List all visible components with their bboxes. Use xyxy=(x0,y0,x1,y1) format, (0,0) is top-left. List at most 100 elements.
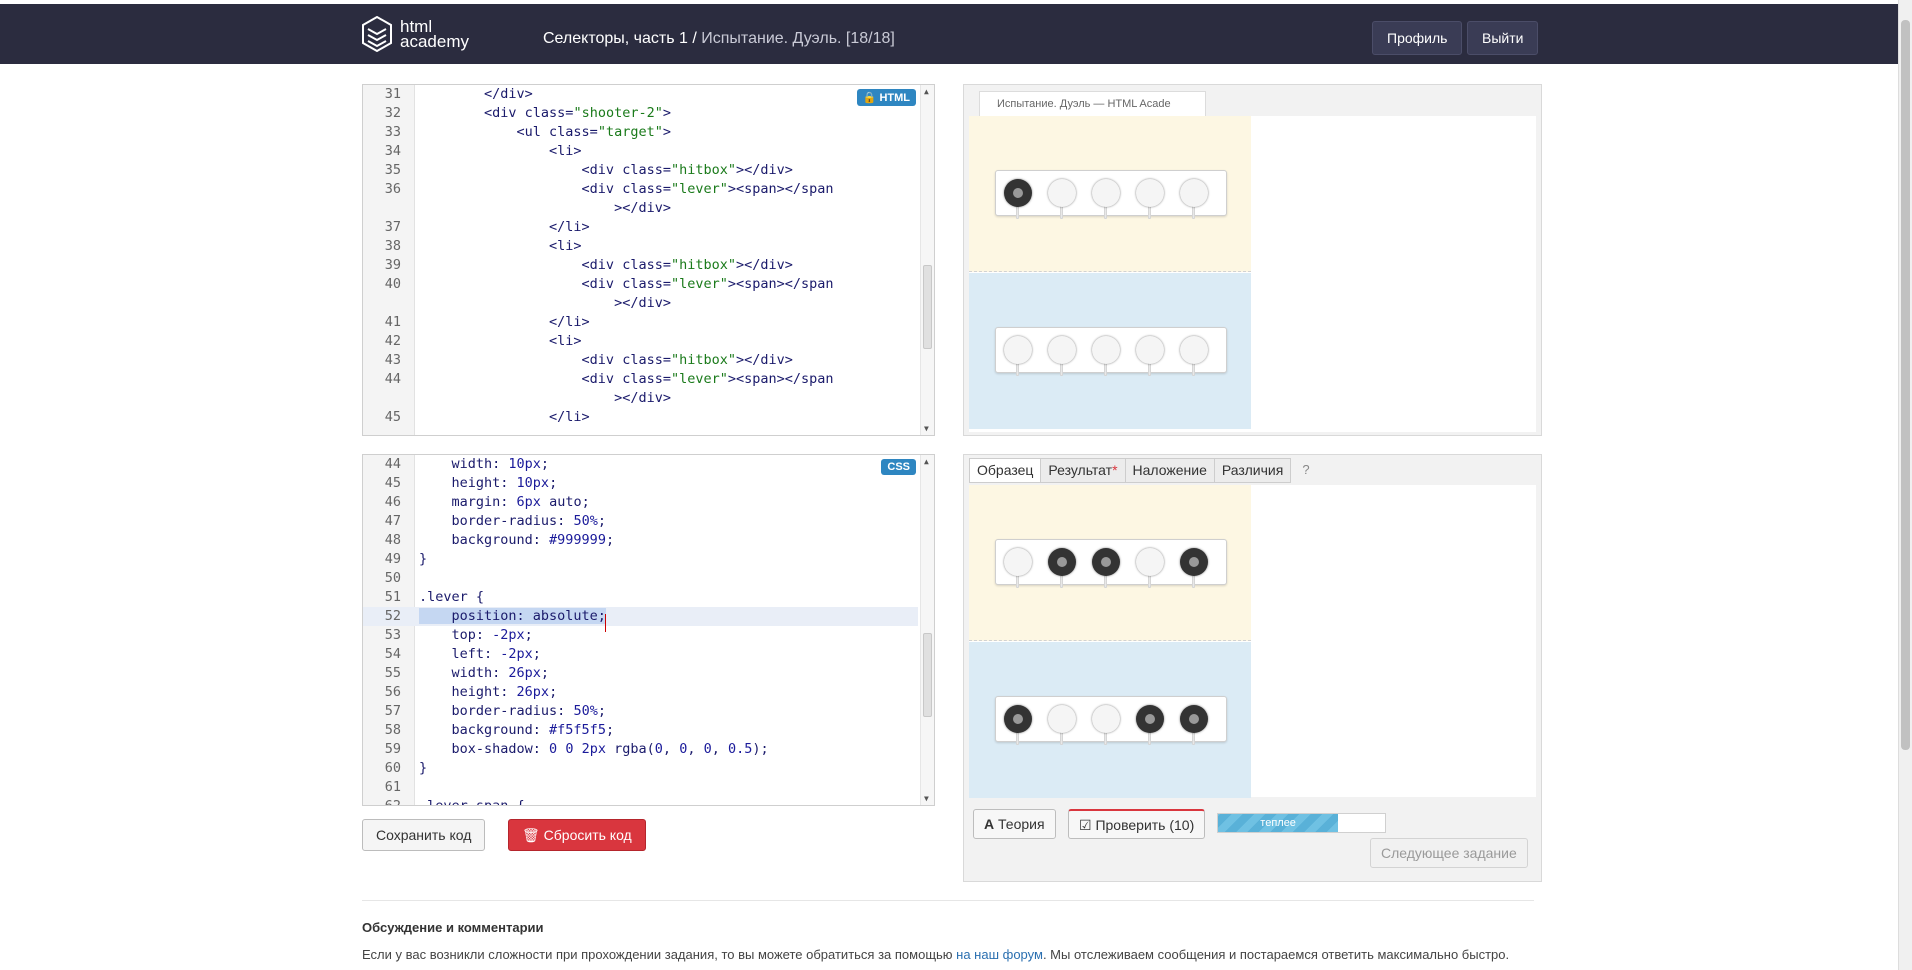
logo-line-1: html xyxy=(400,17,433,36)
reset-code-button[interactable]: 🗑 Сбросить код xyxy=(508,819,646,851)
top-bar: html academy Селекторы, часть 1 / Испыта… xyxy=(0,4,1898,64)
compare-tabs: Образец Результат* Наложение Различия ? xyxy=(969,458,1310,483)
line-code: <div class="lever"><span></span xyxy=(419,371,834,387)
css-editor-scroll-thumb[interactable] xyxy=(923,633,932,717)
code-line[interactable]: 33 <ul class="target"> xyxy=(363,123,918,142)
code-line[interactable]: 60} xyxy=(363,759,918,778)
code-line[interactable]: 49} xyxy=(363,550,918,569)
code-line[interactable]: 31 </div> xyxy=(363,85,918,104)
code-line[interactable]: 46 margin: 6px auto; xyxy=(363,493,918,512)
profile-button[interactable]: Профиль xyxy=(1372,21,1463,55)
tab-differences[interactable]: Различия xyxy=(1213,458,1292,483)
scroll-up-icon[interactable]: ▲ xyxy=(924,457,929,466)
line-code: <div class="hitbox"></div> xyxy=(419,162,793,178)
css-editor-gutter xyxy=(363,455,415,805)
code-line[interactable]: 32 <div class="shooter-2"> xyxy=(363,104,918,123)
scroll-down-icon[interactable]: ▼ xyxy=(924,424,929,433)
lever-knob xyxy=(1092,705,1120,733)
line-number: 58 xyxy=(384,722,401,738)
code-line[interactable]: 58 background: #f5f5f5; xyxy=(363,721,918,740)
code-line[interactable]: 41 </li> xyxy=(363,313,918,332)
logo[interactable]: html academy xyxy=(362,16,469,52)
line-code: background: #f5f5f5; xyxy=(419,722,615,738)
check-button[interactable]: ☑ Проверить (10) xyxy=(1068,809,1206,839)
css-editor[interactable]: 44 width: 10px;45 height: 10px;46 margin… xyxy=(362,454,935,806)
lever xyxy=(1091,336,1121,376)
shooter-1-zone xyxy=(969,116,1251,272)
logout-button[interactable]: Выйти xyxy=(1467,21,1539,55)
line-number: 32 xyxy=(384,105,401,121)
lever-stem xyxy=(1060,574,1063,588)
line-number: 55 xyxy=(384,665,401,681)
html-editor-lines[interactable]: 31 </div>32 <div class="shooter-2">33 <u… xyxy=(363,85,918,427)
shooter-2-zone xyxy=(969,273,1251,429)
code-line[interactable]: ></div> xyxy=(363,294,918,313)
discussion-title: Обсуждение и комментарии xyxy=(362,920,544,935)
help-icon[interactable]: ? xyxy=(1302,462,1310,477)
code-line[interactable]: 55 width: 26px; xyxy=(363,664,918,683)
code-line[interactable]: ></div> xyxy=(363,199,918,218)
code-line[interactable]: 44 <div class="lever"><span></span xyxy=(363,370,918,389)
tab-result[interactable]: Результат* xyxy=(1040,458,1126,483)
line-number: 46 xyxy=(384,494,401,510)
html-editor-scrollbar[interactable]: ▲ ▼ xyxy=(920,85,934,435)
save-code-button[interactable]: Сохранить код xyxy=(362,819,486,851)
lever xyxy=(1135,336,1165,376)
code-line[interactable]: 59 box-shadow: 0 0 2px rgba(0, 0, 0, 0.5… xyxy=(363,740,918,759)
theory-button[interactable]: A Теория xyxy=(973,809,1056,839)
code-line[interactable]: 53 top: -2px; xyxy=(363,626,918,645)
breadcrumb-counter: [18/18] xyxy=(841,30,895,47)
line-code: width: 10px; xyxy=(419,456,550,472)
code-line[interactable]: 52 position: absolute; xyxy=(363,607,918,626)
css-editor-scrollbar[interactable]: ▲ ▼ xyxy=(920,455,934,805)
tab-sample[interactable]: Образец xyxy=(969,458,1042,483)
tab-overlay[interactable]: Наложение xyxy=(1124,458,1215,483)
check-square-icon: ☑ xyxy=(1079,817,1092,833)
lever-stem xyxy=(1192,205,1195,219)
lever-pressed xyxy=(1179,705,1209,745)
line-number: 59 xyxy=(384,741,401,757)
code-line[interactable]: 45 </li> xyxy=(363,408,918,427)
line-code: top: -2px; xyxy=(419,627,533,643)
code-line[interactable]: 61 xyxy=(363,778,918,797)
preview-tab-title[interactable]: Испытание. Дуэль — HTML Acade xyxy=(979,91,1206,117)
code-line[interactable]: 54 left: -2px; xyxy=(363,645,918,664)
code-line[interactable]: 38 <li> xyxy=(363,237,918,256)
breadcrumb-main[interactable]: Селекторы, часть 1 xyxy=(543,30,688,47)
lever xyxy=(1047,705,1077,745)
code-line[interactable]: 62.lever span { xyxy=(363,797,918,806)
code-line[interactable]: 47 border-radius: 50%; xyxy=(363,512,918,531)
progress-fill xyxy=(1218,814,1339,832)
code-line[interactable]: 35 <div class="hitbox"></div> xyxy=(363,161,918,180)
next-task-button[interactable]: Следующее задание xyxy=(1370,838,1528,868)
discussion-text-end: . Мы отслеживаем сообщения и постараемся… xyxy=(1042,947,1510,962)
line-code: .lever { xyxy=(419,589,485,605)
code-line[interactable]: 43 <div class="hitbox"></div> xyxy=(363,351,918,370)
code-line[interactable]: 50 xyxy=(363,569,918,588)
code-line[interactable]: 57 border-radius: 50%; xyxy=(363,702,918,721)
line-code: width: 26px; xyxy=(419,665,550,681)
code-line[interactable]: 42 <li> xyxy=(363,332,918,351)
css-editor-lines[interactable]: 44 width: 10px;45 height: 10px;46 margin… xyxy=(363,455,918,806)
scroll-down-icon[interactable]: ▼ xyxy=(924,794,929,803)
code-line[interactable]: 45 height: 10px; xyxy=(363,474,918,493)
forum-link[interactable]: на наш форум xyxy=(956,947,1043,962)
code-line[interactable]: 51.lever { xyxy=(363,588,918,607)
code-line[interactable]: 36 <div class="lever"><span></span xyxy=(363,180,918,199)
line-code: .lever span { xyxy=(419,798,525,806)
code-line[interactable]: 44 width: 10px; xyxy=(363,455,918,474)
code-line[interactable]: 40 <div class="lever"><span></span xyxy=(363,275,918,294)
line-number: 45 xyxy=(384,409,401,425)
code-line[interactable]: 48 background: #999999; xyxy=(363,531,918,550)
page-scrollbar[interactable] xyxy=(1898,0,1912,970)
page-scrollbar-thumb[interactable] xyxy=(1901,20,1910,750)
html-editor-scroll-thumb[interactable] xyxy=(923,265,932,349)
code-line[interactable]: 39 <div class="hitbox"></div> xyxy=(363,256,918,275)
code-line[interactable]: 34 <li> xyxy=(363,142,918,161)
code-line[interactable]: ></div> xyxy=(363,389,918,408)
code-line[interactable]: 56 height: 26px; xyxy=(363,683,918,702)
line-code: ></div> xyxy=(419,200,671,216)
scroll-up-icon[interactable]: ▲ xyxy=(924,87,929,96)
code-line[interactable]: 37 </li> xyxy=(363,218,918,237)
html-editor[interactable]: 31 </div>32 <div class="shooter-2">33 <u… xyxy=(362,84,935,436)
